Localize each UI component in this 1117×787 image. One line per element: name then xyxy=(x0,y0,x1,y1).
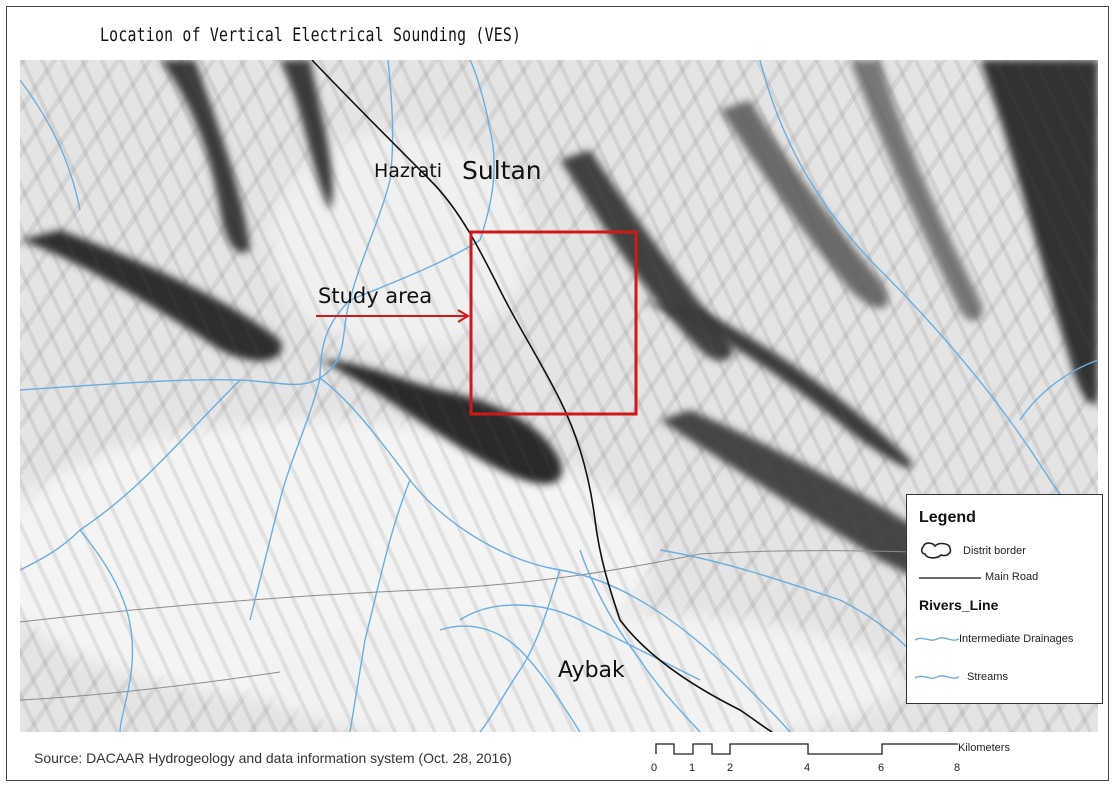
intermediate-drainage-icon xyxy=(914,637,960,641)
scale-unit-label: Kilometers xyxy=(958,742,1010,754)
scale-tick-8: 8 xyxy=(954,762,961,774)
legend-main-road: Main Road xyxy=(985,571,1039,583)
legend-distrit-border: Distrit border xyxy=(963,545,1026,557)
legend-rivers-title: Rivers_Line xyxy=(919,597,999,613)
scale-tick-0: 0 xyxy=(651,762,658,774)
main-road-icon xyxy=(919,577,981,579)
main-road xyxy=(311,60,773,732)
place-label-hazrati: Hazrati xyxy=(374,160,443,182)
legend-intermediate-drainages: Intermediate Drainages xyxy=(959,633,1074,645)
map-title: Location of Vertical Electrical Sounding… xyxy=(100,24,522,46)
study-area-box[interactable] xyxy=(469,230,638,416)
map-legend: Legend Distrit border Main Road Rivers_L… xyxy=(906,494,1103,704)
legend-title: Legend xyxy=(919,509,976,526)
stream-icon xyxy=(914,675,960,679)
district-border-icon xyxy=(920,542,952,559)
study-area-arrow xyxy=(316,309,470,323)
scale-tick-4: 4 xyxy=(804,762,811,774)
legend-streams: Streams xyxy=(967,671,1008,683)
place-label-aybak: Aybak xyxy=(558,658,625,683)
scale-tick-6: 6 xyxy=(878,762,885,774)
scale-tick-2: 2 xyxy=(727,762,734,774)
place-label-sultan: Sultan xyxy=(462,156,542,185)
scale-tick-1: 1 xyxy=(689,762,696,774)
scale-bar xyxy=(655,743,958,755)
district-border-lines xyxy=(20,550,1098,701)
study-area-label: Study area xyxy=(318,284,433,308)
source-caption: Source: DACAAR Hydrogeology and data inf… xyxy=(34,750,512,766)
